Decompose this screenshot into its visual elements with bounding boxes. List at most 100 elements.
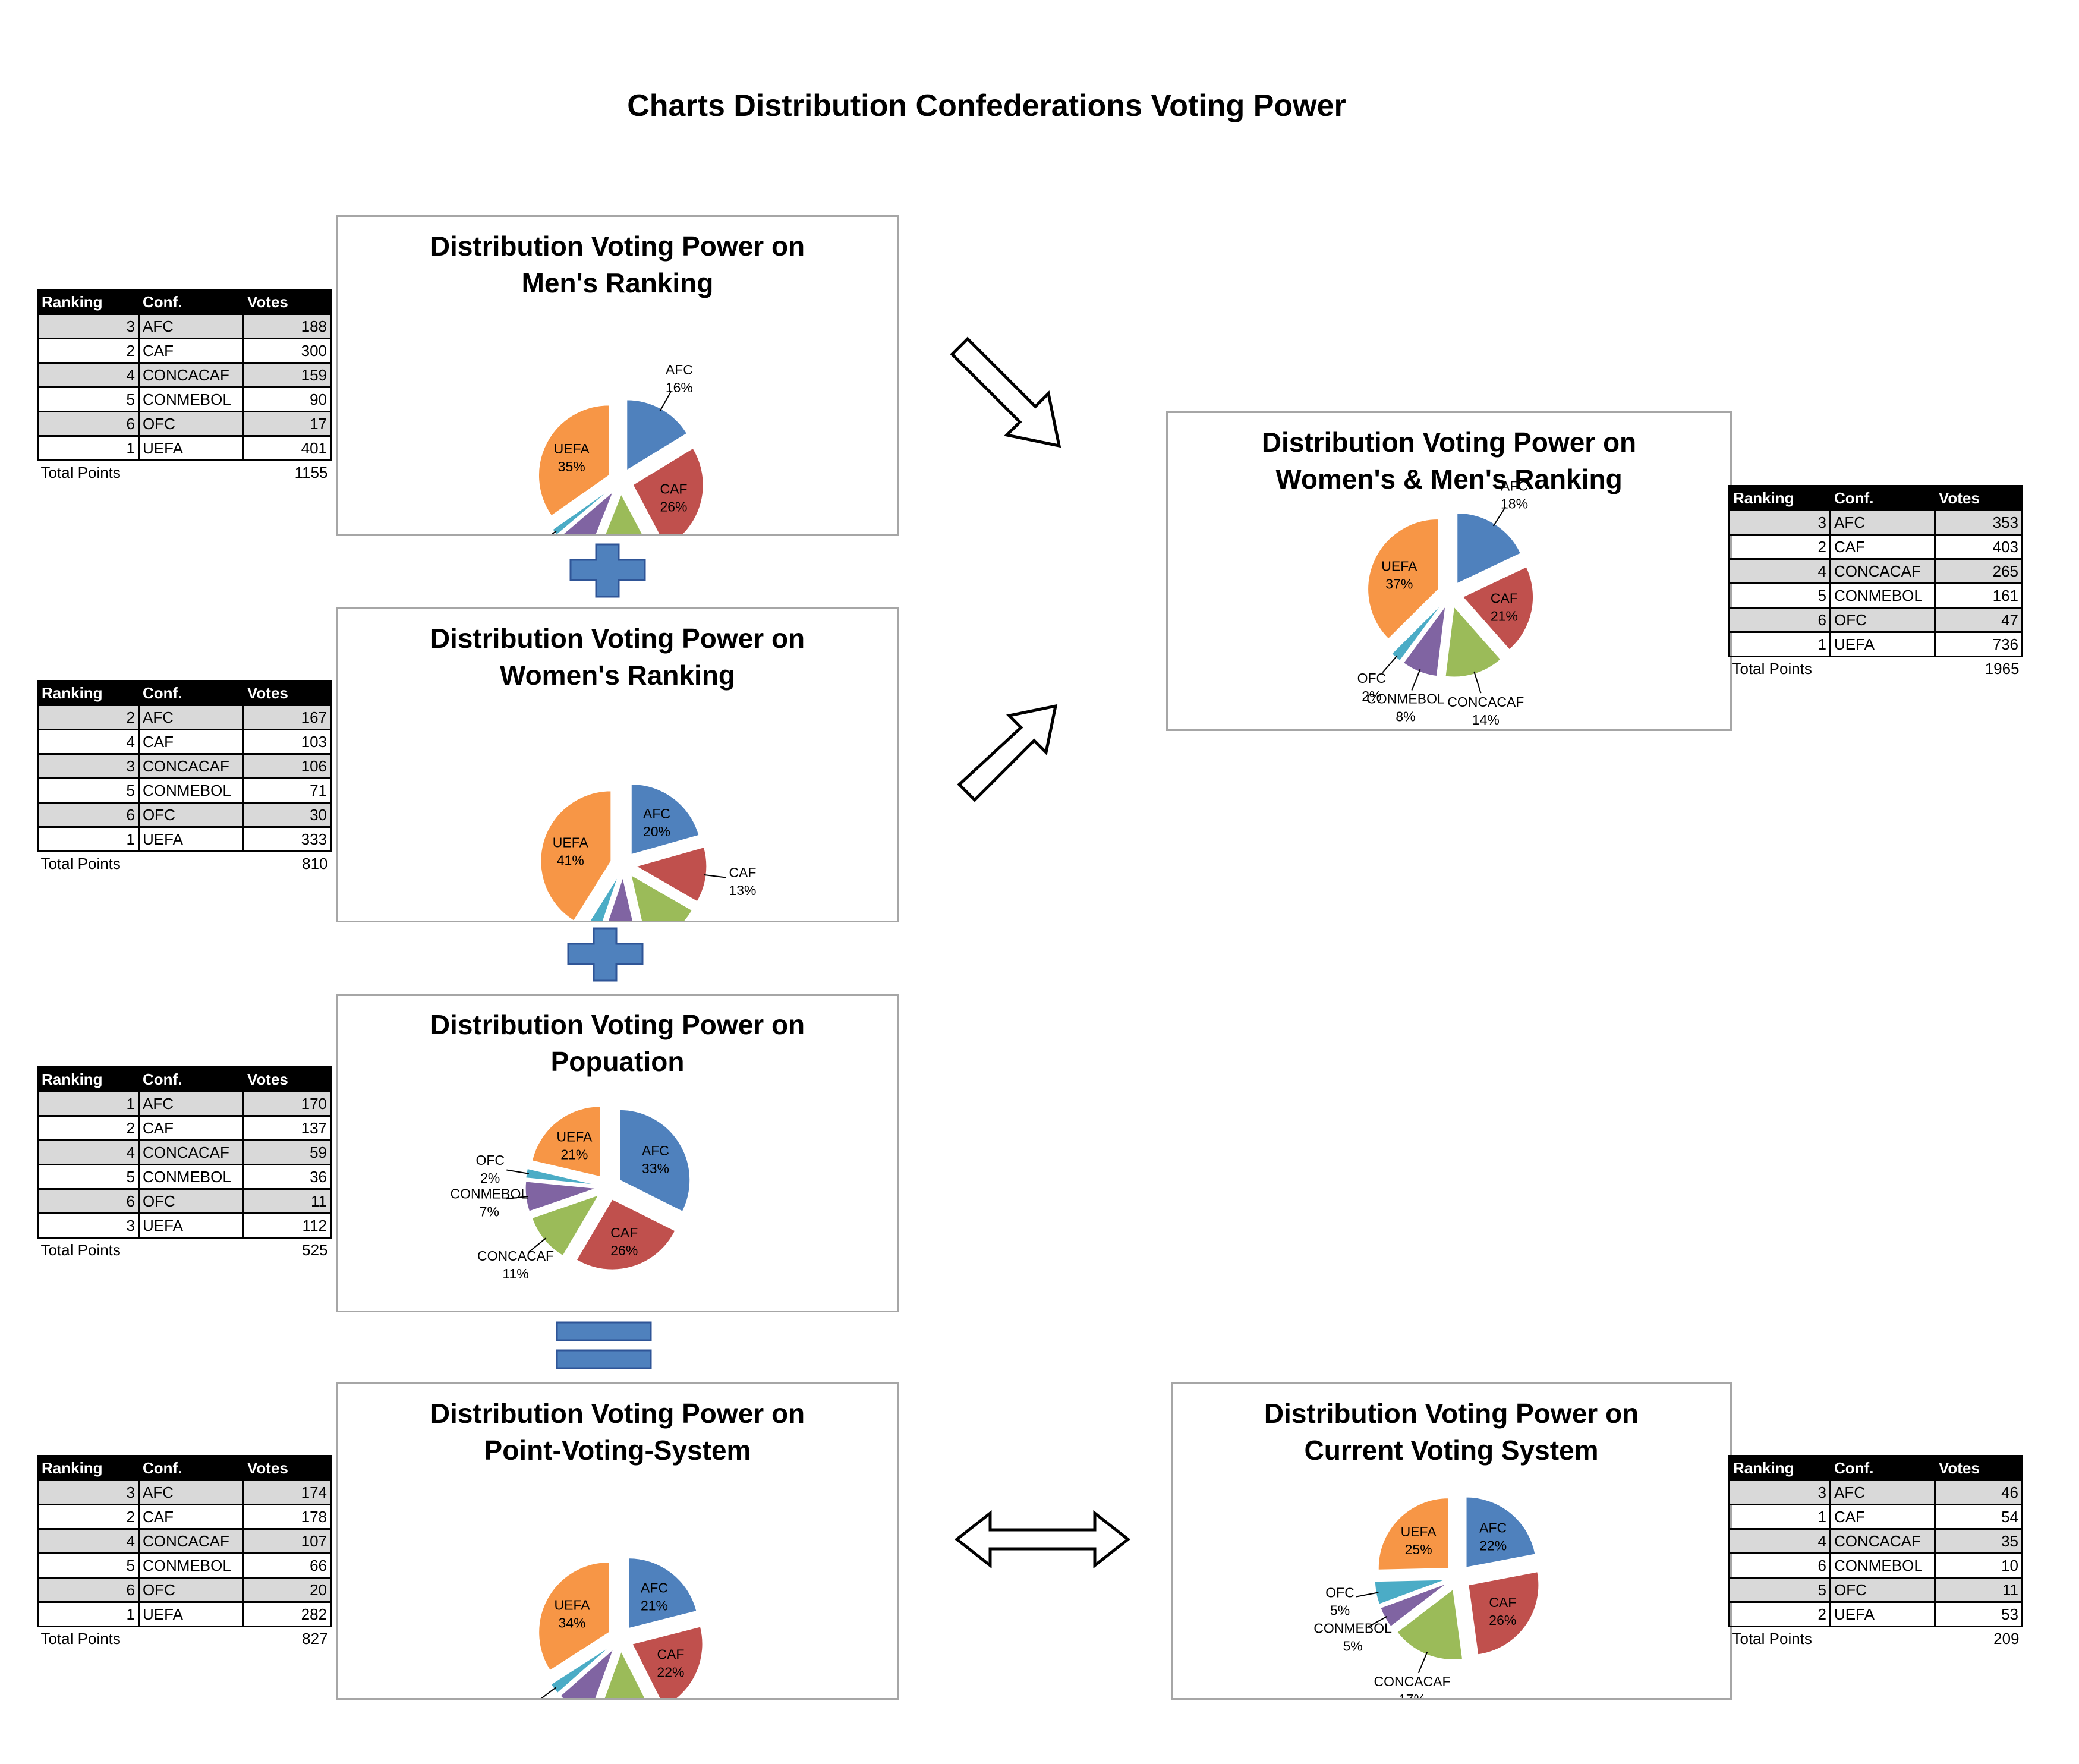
slice-label-name: UEFA — [555, 1598, 591, 1613]
total-label: Total Points — [40, 464, 121, 482]
conf-cell: UEFA — [138, 1601, 244, 1627]
col-header-ranking: Ranking — [37, 1066, 140, 1092]
conf-cell: OFC — [138, 1188, 244, 1214]
total-value: 1155 — [294, 464, 328, 482]
conf-cell: AFC — [1829, 509, 1936, 536]
conf-cell: CONCACAF — [1829, 1528, 1936, 1554]
col-header-conf: Conf. — [138, 1455, 244, 1481]
votes-cell: 107 — [242, 1528, 332, 1554]
total-row: Total Points 1155 — [38, 461, 331, 484]
pie-slice-uefa — [1378, 1498, 1449, 1570]
conf-cell: UEFA — [1829, 631, 1936, 657]
col-header-votes: Votes — [242, 1066, 332, 1092]
slice-label-percent: 16% — [666, 380, 693, 395]
ranking-cell: 3 — [1728, 509, 1831, 536]
pie-slice-afc — [631, 783, 700, 855]
slice-label-percent: 17% — [1398, 1691, 1426, 1698]
slice-label-name: OFC — [1325, 1585, 1354, 1601]
ranking-cell: 5 — [1728, 1577, 1831, 1603]
pie-slice-conmebol — [560, 1649, 614, 1698]
slice-label-name: AFC — [641, 1580, 668, 1596]
votes-cell: 403 — [1934, 534, 2023, 560]
votes-cell: 59 — [242, 1139, 332, 1166]
conf-cell: OFC — [138, 1577, 244, 1603]
ranking-cell: 4 — [1728, 1528, 1831, 1554]
slice-label-name: CAF — [1491, 591, 1518, 606]
ranking-cell: 3 — [37, 753, 140, 779]
votes-cell: 35 — [1934, 1528, 2023, 1554]
votes-cell: 353 — [1934, 509, 2023, 536]
pie-slice-afc — [619, 1109, 691, 1212]
slice-label-name: UEFA — [553, 834, 589, 850]
leader-line — [528, 1237, 547, 1253]
col-header-ranking: Ranking — [1728, 1455, 1831, 1481]
pie-slice-uefa — [540, 790, 612, 921]
slice-label-name: OFC — [475, 1152, 505, 1168]
conf-cell: CONMEBOL — [1829, 582, 1936, 609]
slice-label-name: CONMEBOL — [1313, 1620, 1392, 1636]
votes-cell: 20 — [242, 1577, 332, 1603]
ranking-cell: 5 — [37, 1164, 140, 1190]
chart-women-ranking: AFC20%CAF13%CONCACAF13%CONMEBOL9%OFC4%UE… — [336, 607, 899, 922]
slice-label-name: OFC — [1357, 670, 1387, 686]
leader-line — [703, 874, 726, 878]
pie-slice-uefa — [531, 1106, 601, 1177]
votes-cell: 53 — [1934, 1601, 2023, 1627]
conf-cell: CONMEBOL — [138, 386, 244, 412]
pie-slice-conmebol — [562, 492, 613, 534]
pie-slice-afc — [1457, 512, 1522, 584]
slice-label-percent: 22% — [1479, 1538, 1507, 1554]
slice-label-name: AFC — [642, 1143, 669, 1158]
leader-line — [1473, 671, 1482, 694]
col-header-conf: Conf. — [138, 1066, 244, 1092]
total-label: Total Points — [40, 1630, 121, 1648]
slice-label-name: CAF — [1489, 1595, 1516, 1610]
leader-line — [550, 530, 557, 534]
ranking-cell: 4 — [37, 729, 140, 755]
total-label: Total Points — [40, 1241, 121, 1259]
votes-cell: 170 — [242, 1091, 332, 1117]
votes-cell: 54 — [1934, 1504, 2023, 1530]
arrow-down-right-icon — [950, 336, 1061, 448]
slice-label-percent: 2% — [1362, 688, 1381, 704]
pie-slice-concacaf — [605, 493, 643, 534]
votes-cell: 137 — [242, 1115, 332, 1141]
total-label: Total Points — [40, 855, 121, 873]
slice-label-percent: 22% — [657, 1664, 684, 1680]
chart-men-ranking: AFC16%CAF26%CONCACAF14%CONMEBOL8%OFC1%UE… — [336, 215, 899, 536]
votes-cell: 161 — [1934, 582, 2023, 609]
col-header-ranking: Ranking — [37, 680, 140, 706]
slice-label-name: CAF — [729, 865, 756, 880]
votes-cell: 265 — [1934, 558, 2023, 584]
conf-cell: UEFA — [138, 435, 244, 461]
slice-label-percent: 21% — [560, 1146, 588, 1162]
col-header-votes: Votes — [242, 1455, 332, 1481]
total-label: Total Points — [1732, 1630, 1812, 1648]
col-header-conf: Conf. — [138, 289, 244, 315]
slice-label-name: UEFA — [1381, 558, 1418, 574]
votes-cell: 174 — [242, 1479, 332, 1505]
slice-label-percent: 20% — [643, 824, 670, 839]
votes-cell: 282 — [242, 1601, 332, 1627]
votes-cell: 736 — [1934, 631, 2023, 657]
pie-chart: AFC16%CAF26%CONCACAF14%CONMEBOL8%OFC1%UE… — [538, 362, 704, 534]
conf-cell: OFC — [1829, 1577, 1936, 1603]
plus-icon — [567, 927, 644, 982]
slice-label-percent: 5% — [1330, 1603, 1350, 1618]
conf-cell: OFC — [138, 411, 244, 437]
conf-cell: CAF — [138, 1504, 244, 1530]
slice-label-name: CONMEBOL — [451, 1186, 529, 1202]
leader-line — [1382, 655, 1398, 673]
